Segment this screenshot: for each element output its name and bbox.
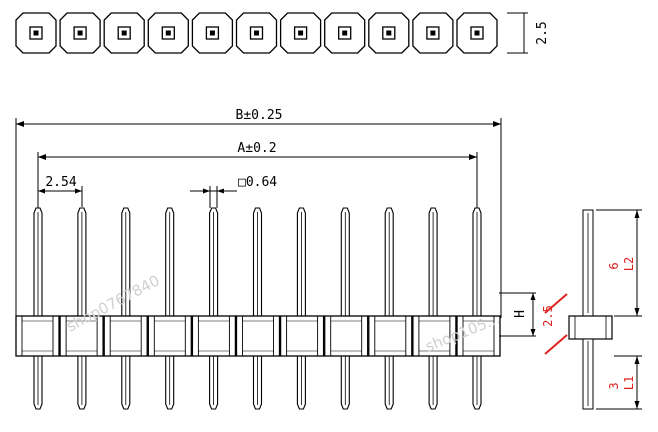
top-pin-core — [298, 30, 304, 36]
l2-arrow-up — [634, 210, 640, 218]
top-view — [15, 12, 498, 54]
top-pin-core — [342, 30, 348, 36]
overall-length-label: B±0.25 — [236, 108, 283, 123]
upper-length-symbol: L2 — [622, 257, 636, 271]
a-arrow-right — [469, 154, 477, 160]
h-arrow-up — [530, 293, 536, 300]
side-view — [568, 209, 613, 410]
front-view-pins — [33, 207, 482, 410]
h-arrow-down — [530, 329, 536, 336]
b-arrow-right — [493, 121, 501, 127]
lower-length-symbol: L1 — [622, 376, 636, 390]
housing-block — [15, 315, 60, 357]
pitch-arrow-right — [75, 188, 82, 194]
pin-size-arrow-left — [203, 188, 210, 194]
l1-arrow-down — [634, 401, 640, 409]
pin-size-arrow-right — [217, 188, 224, 194]
top-view-height-label: 2.5 — [535, 21, 550, 44]
pin-span-label: A±0.2 — [237, 141, 276, 156]
red-leader-upper — [544, 293, 568, 314]
housing-block — [191, 315, 237, 357]
housing-block — [103, 315, 148, 357]
top-pin-core — [209, 30, 215, 36]
red-leader-lower — [544, 334, 568, 355]
pitch-label: 2.54 — [45, 175, 76, 190]
top-pin-core — [77, 30, 83, 36]
b-arrow-left — [16, 121, 24, 127]
housing-block — [324, 315, 369, 357]
top-pin-core — [254, 30, 259, 36]
housing-block — [368, 315, 413, 357]
top-pin-core — [121, 30, 127, 36]
top-pin-core — [33, 30, 39, 36]
housing-block — [279, 315, 325, 357]
pitch-arrow-left — [38, 188, 45, 194]
a-arrow-left — [38, 154, 46, 160]
housing-block — [412, 315, 457, 357]
housing-block — [59, 315, 104, 357]
l1-arrow-up — [634, 356, 640, 364]
lower-length-value: 3 — [607, 382, 621, 389]
top-pin-core — [474, 30, 480, 36]
housing-block — [147, 315, 192, 357]
top-pin-core — [165, 30, 171, 36]
housing-block — [235, 315, 281, 357]
housing-height-symbol: H — [513, 310, 528, 318]
l2-arrow-down — [634, 308, 640, 316]
side-housing — [568, 315, 613, 340]
upper-length-value: 6 — [607, 262, 621, 269]
pin-size-label: □0.64 — [238, 175, 277, 190]
housing-height-value: 2.5 — [541, 305, 555, 327]
top-pin-core — [386, 30, 392, 36]
top-pin-core — [430, 30, 436, 36]
